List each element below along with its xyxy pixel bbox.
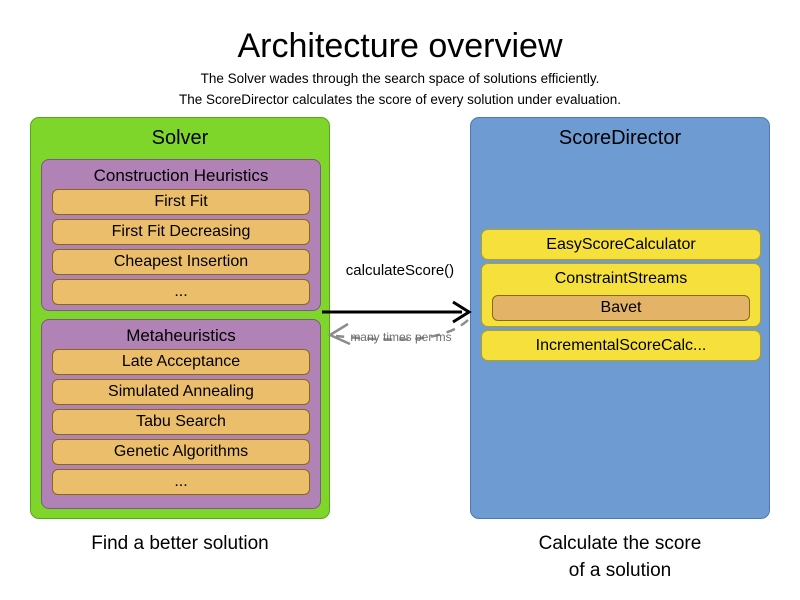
- score-calculator-nested-bavet[interactable]: Bavet: [492, 295, 750, 321]
- page-subtitle-line-1: The Solver wades through the search spac…: [200, 71, 600, 86]
- algorithm-item-more[interactable]: ...: [52, 469, 310, 495]
- return-arrow-label: many times per ms: [350, 330, 452, 344]
- page-title: Architecture overview: [237, 27, 563, 65]
- score-director-caption-line-1: Calculate the score: [538, 533, 702, 554]
- arrow-svg: [322, 300, 472, 346]
- score-calculator-item-constraint-streams[interactable]: ConstraintStreams Bavet: [481, 263, 761, 327]
- algorithm-item[interactable]: First Fit Decreasing: [52, 219, 310, 245]
- solver-panel-title: Solver: [151, 127, 209, 149]
- score-director-caption-line-2: of a solution: [568, 560, 672, 581]
- page-header: Architecture overview The Solver wades t…: [0, 26, 800, 108]
- score-calculator-list: EasyScoreCalculator ConstraintStreams Ba…: [481, 229, 761, 364]
- algorithm-item[interactable]: Late Acceptance: [52, 349, 310, 375]
- algorithm-item[interactable]: First Fit: [52, 189, 310, 215]
- arrow-group: calculateScore() many times per ms: [320, 262, 480, 352]
- score-calculator-item-easy[interactable]: EasyScoreCalculator: [481, 229, 761, 260]
- score-calculator-item-label: ConstraintStreams: [554, 270, 688, 287]
- return-arrow-icon: [327, 319, 469, 346]
- score-calculator-item-incremental[interactable]: IncrementalScoreCalc...: [481, 330, 761, 361]
- algorithm-item-more[interactable]: ...: [52, 279, 310, 305]
- group-metaheuristics: Metaheuristics Late Acceptance Simulated…: [41, 319, 321, 509]
- group-construction-heuristics: Construction Heuristics First Fit First …: [41, 159, 321, 311]
- group-title: Metaheuristics: [126, 326, 236, 345]
- score-director-panel-title: ScoreDirector: [558, 127, 682, 149]
- group-title: Construction Heuristics: [93, 166, 269, 185]
- algorithm-item[interactable]: Simulated Annealing: [52, 379, 310, 405]
- solver-panel: Solver Construction Heuristics First Fit…: [30, 117, 330, 519]
- algorithm-item[interactable]: Genetic Algorithms: [52, 439, 310, 465]
- page-subtitle-line-2: The ScoreDirector calculates the score o…: [179, 92, 621, 107]
- algorithm-item[interactable]: Cheapest Insertion: [52, 249, 310, 275]
- score-director-caption: Calculate the score of a solution: [470, 530, 770, 584]
- solver-caption: Find a better solution: [91, 533, 269, 554]
- score-director-panel: ScoreDirector EasyScoreCalculator Constr…: [470, 117, 770, 519]
- forward-arrow-label: calculateScore(): [345, 262, 455, 279]
- forward-arrow-icon: [322, 300, 472, 324]
- algorithm-item[interactable]: Tabu Search: [52, 409, 310, 435]
